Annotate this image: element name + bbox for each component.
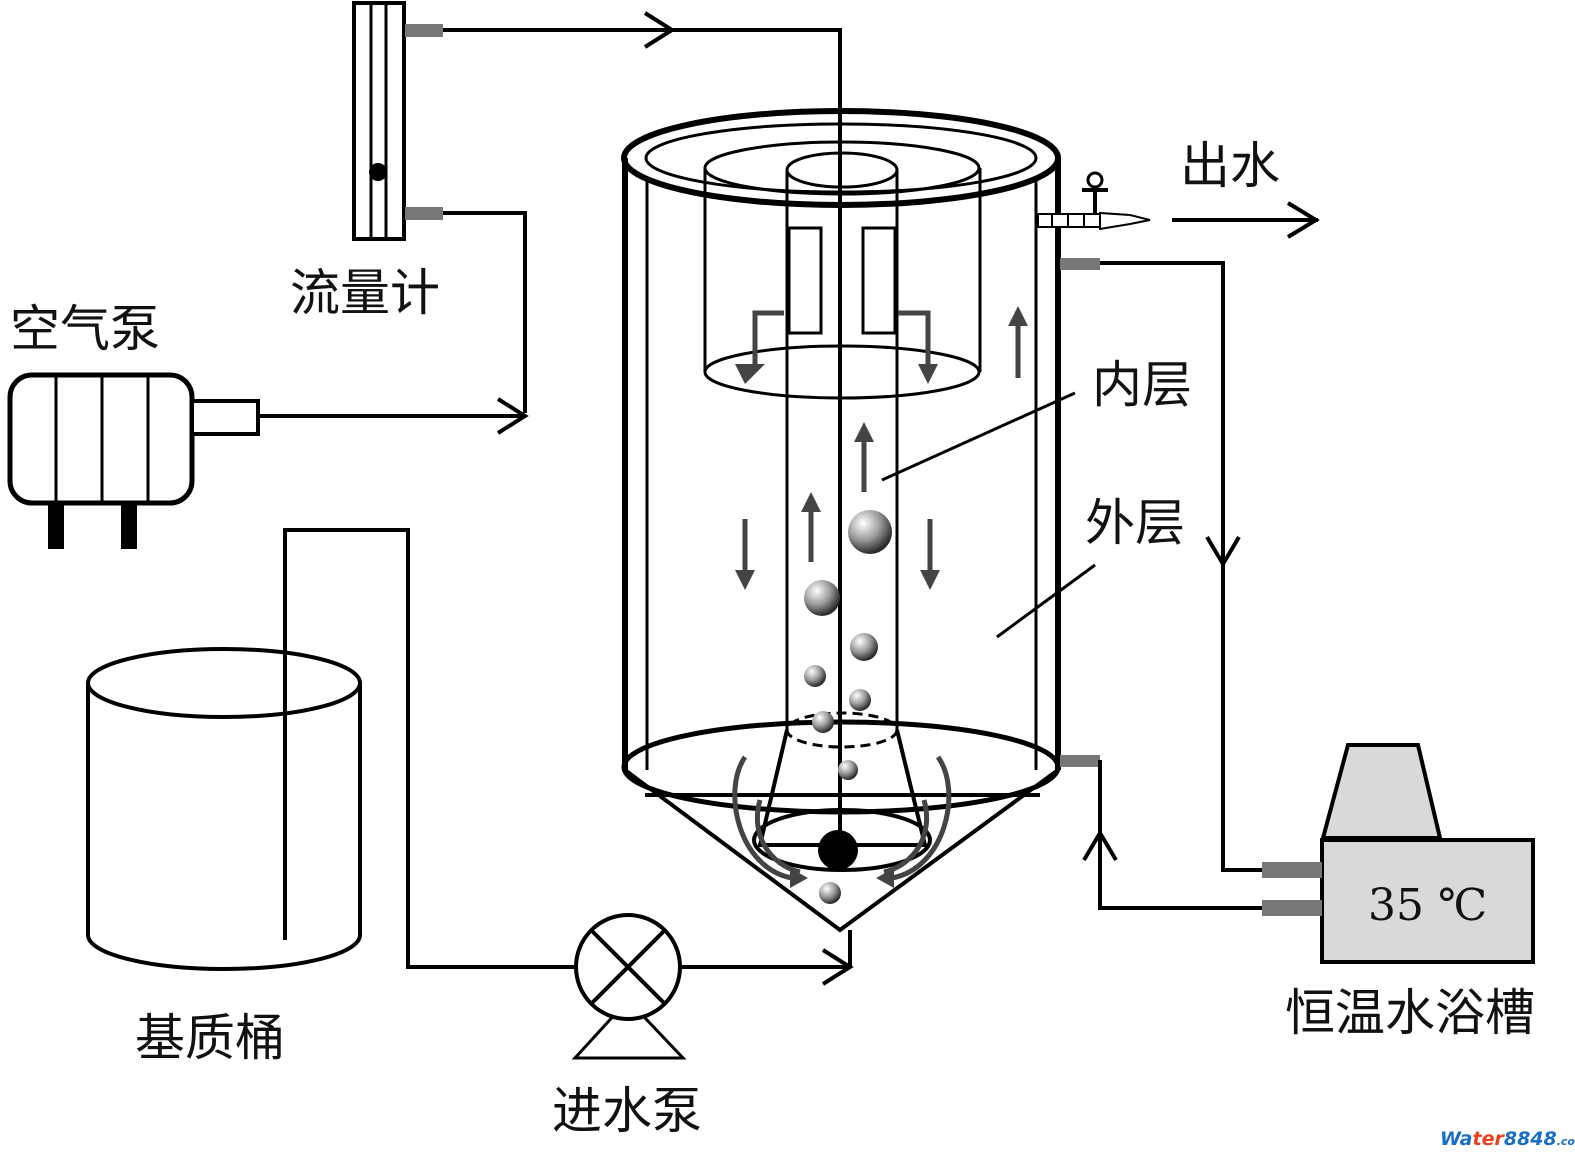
flow-arrowheads <box>735 306 1028 888</box>
outlet-label: 出水 <box>1180 137 1280 195</box>
water-bath-label: 恒温水浴槽 <box>1285 984 1535 1042</box>
gas-bubble <box>804 665 826 687</box>
flowmeter-bottom-port <box>405 207 443 220</box>
arrowhead-down <box>735 570 755 590</box>
inner-layer-leader <box>881 391 1076 482</box>
bottom-recirc-arrow-right <box>891 755 952 881</box>
feed-pump-label: 进水泵 <box>552 1082 702 1140</box>
gas-bubble <box>804 580 840 616</box>
feed-pump <box>571 913 687 1060</box>
arrowhead-up <box>1008 306 1028 326</box>
arrowhead-down <box>920 570 940 590</box>
air-pump-foot-right <box>121 503 137 549</box>
air-pump-outlet <box>190 399 260 436</box>
flowmeter-body <box>352 1 406 241</box>
bath-supply-line <box>1098 760 1262 910</box>
water-bath: 35 ℃ <box>1262 743 1535 964</box>
water-bath-port-upper <box>1262 862 1322 878</box>
arrowhead-left <box>876 868 894 888</box>
bath-supply-arrowhead <box>1082 829 1118 862</box>
reactor-cone <box>623 768 1060 933</box>
water-bath-port-lower <box>1262 900 1322 916</box>
substrate-tank-body <box>86 683 362 971</box>
arrowhead-right <box>790 868 808 888</box>
flowmeter-label: 流量计 <box>290 264 440 322</box>
air-pump-foot-left <box>48 503 64 549</box>
arrowhead-up <box>854 422 874 442</box>
outlet-valve <box>1037 171 1151 231</box>
feed-pump-cross <box>589 928 667 1006</box>
flowmeter-top-port <box>405 24 443 37</box>
gas-diffuser <box>818 830 858 870</box>
feed-line <box>283 528 850 969</box>
separator-slot-left <box>787 226 823 335</box>
gas-bubble <box>848 510 892 554</box>
gas-bubbles <box>804 510 892 904</box>
arrowhead-down <box>918 364 938 384</box>
watermark-brand-b: ter <box>1473 1128 1506 1150</box>
gas-bubble <box>819 882 841 904</box>
flow-arrows <box>732 310 1021 881</box>
gas-bubble <box>838 760 858 780</box>
reactor: 出水 <box>621 30 1320 933</box>
gas-bubble <box>849 689 871 711</box>
flowmeter <box>352 1 443 241</box>
distributor-cone <box>757 729 928 847</box>
separator-down-arrow-left <box>752 310 784 366</box>
valve-knob <box>1086 171 1104 189</box>
inner-layer-label: 内层 <box>1092 356 1192 414</box>
gas-bubble <box>850 633 878 661</box>
outlet-arrowhead <box>1286 201 1320 239</box>
water-bath-body <box>1320 838 1535 964</box>
outlet-nozzle <box>1099 211 1151 231</box>
separator-down-arrow-right <box>898 310 931 366</box>
substrate-tank <box>86 647 362 971</box>
outer-layer-leader <box>996 563 1096 639</box>
substrate-tank-rim <box>86 647 362 719</box>
bath-return-arrowhead <box>1205 535 1241 568</box>
distributor-base <box>752 808 932 872</box>
bottom-recirc-arrow-left <box>732 755 793 881</box>
substrate-tank-label: 基质桶 <box>135 1009 285 1067</box>
jacket-lower-port <box>1060 755 1100 767</box>
air-line-from-flowmeter <box>443 211 527 413</box>
watermark-brand-d: .com <box>1557 1135 1575 1148</box>
watermark-brand-c: 8848 <box>1504 1128 1557 1150</box>
watermark-brand-a: Wa <box>1440 1128 1473 1150</box>
watermark-brand: Water8848.com <box>1440 1128 1575 1150</box>
jacket-upper-port <box>1060 258 1100 270</box>
flowmeter-float <box>369 163 387 181</box>
watermark-logo: Water8848.com <box>1440 1128 1575 1150</box>
separator-body <box>703 168 982 372</box>
separator-slot-right <box>861 226 897 335</box>
water-bath-controller <box>1320 743 1443 840</box>
air-line-arrowhead <box>496 397 529 435</box>
water-bath-temperature: 35 ℃ <box>1368 880 1487 931</box>
gas-bubble <box>812 711 834 733</box>
air-pump <box>7 372 260 549</box>
bath-return-line <box>1100 261 1262 872</box>
feed-pump-stand <box>571 997 687 1060</box>
outer-layer-label: 外层 <box>1085 494 1185 552</box>
arrowhead-down <box>735 364 765 384</box>
gas-line-arrowhead <box>643 11 676 49</box>
air-pump-label: 空气泵 <box>10 300 160 358</box>
arrowhead-up <box>801 492 821 512</box>
